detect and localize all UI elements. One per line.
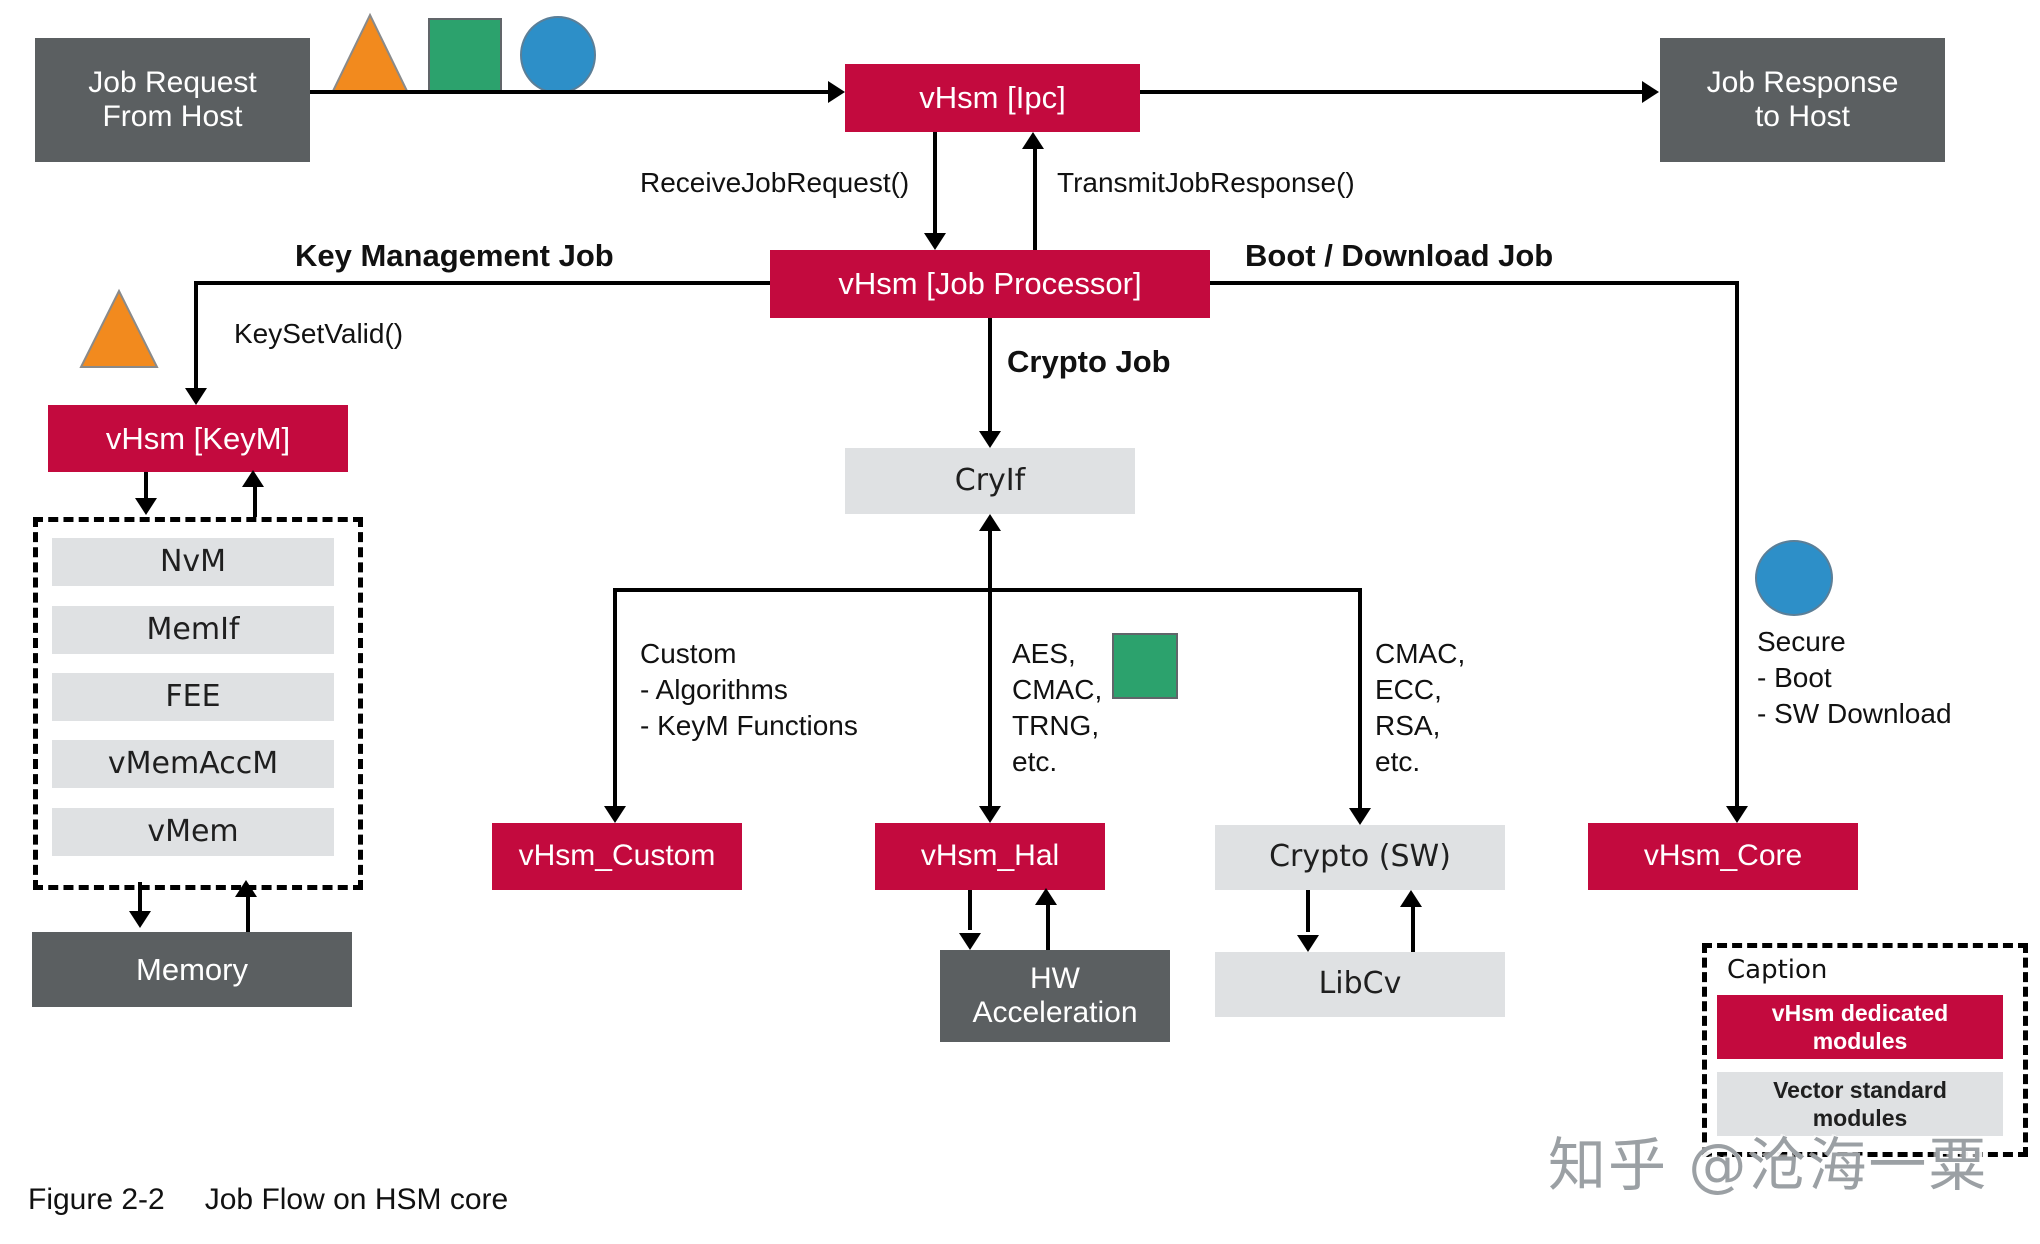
arrowhead	[924, 233, 946, 250]
custom-note: Custom - Algorithms - KeyM Functions	[640, 638, 858, 741]
key-job-triangle-icon	[78, 288, 160, 375]
figure-number: Figure 2-2	[28, 1183, 165, 1216]
vhsm-job-processor-box: vHsm [Job Processor]	[770, 250, 1210, 318]
connector-keym-down	[144, 472, 148, 502]
zhihu-watermark: 知乎 @沧海一粟	[1548, 1131, 1989, 1199]
connector-processor-to-ipc	[1033, 144, 1037, 250]
connector-to-custom	[613, 588, 617, 808]
vhsm-hal-box: vHsm_Hal	[875, 823, 1105, 890]
boot-download-job-label: Boot / Download Job	[1245, 238, 1554, 273]
connector-to-keym	[194, 281, 198, 393]
libcv-box: LibCv	[1215, 952, 1505, 1017]
arrowhead	[1642, 81, 1659, 103]
memory-box: Memory	[32, 932, 352, 1007]
legend-box	[1702, 943, 2028, 1157]
memory-stack-group	[33, 517, 363, 890]
connector-processor-to-cryif	[988, 318, 992, 434]
receive-job-request-label: ReceiveJobRequest()	[640, 167, 910, 198]
vmem-box: vMem	[52, 808, 334, 856]
key-management-job-label: Key Management Job	[295, 238, 614, 273]
vhsm-ipc-box: vHsm [Ipc]	[845, 64, 1140, 132]
crypto-job-label: Crypto Job	[1007, 344, 1171, 379]
vmemaccm-box: vMemAccM	[52, 740, 334, 788]
connector-stack-to-memory	[138, 882, 142, 914]
vhsm-keym-box: vHsm [KeyM]	[48, 405, 348, 472]
job-request-from-host-box: Job Request From Host	[35, 38, 310, 162]
arrowhead	[1400, 890, 1422, 907]
connector-hal-to-hw	[968, 890, 972, 930]
legend-vector-standard: Vector standard modules	[1717, 1072, 2003, 1136]
connector-cryif-branch	[988, 528, 992, 810]
arrowhead	[959, 933, 981, 950]
boot-job-circle-icon	[1755, 540, 1833, 616]
crypto-branch-line	[615, 588, 1362, 592]
arrowhead	[979, 431, 1001, 448]
hal-note: AES, CMAC, TRNG, etc.	[1012, 638, 1103, 777]
figure-title: Job Flow on HSM core	[204, 1183, 509, 1216]
figure-caption: Figure 2-2 Job Flow on HSM core	[28, 1183, 508, 1217]
arrowhead	[1022, 132, 1044, 149]
boot-branch-line	[1210, 281, 1739, 285]
legend-vhsm-dedicated: vHsm dedicated modules	[1717, 995, 2003, 1059]
crypto-sw-box: Crypto (SW)	[1215, 825, 1505, 890]
connector-memory-to-stack	[246, 894, 250, 932]
arrowhead	[185, 388, 207, 405]
job-type-square-icon	[428, 18, 502, 92]
key-set-valid-label: KeySetValid()	[234, 318, 404, 349]
job-type-circle-icon	[520, 16, 596, 94]
arrowhead	[1035, 888, 1057, 905]
connector-hw-to-hal	[1046, 902, 1050, 950]
vhsm-core-box: vHsm_Core	[1588, 823, 1858, 890]
nvm-box: NvM	[52, 538, 334, 586]
arrowhead	[828, 81, 845, 103]
arrowhead	[979, 514, 1001, 531]
arrowhead	[979, 806, 1001, 823]
arrowhead	[135, 498, 157, 515]
connector-to-core	[1735, 281, 1739, 808]
arrowhead	[1349, 808, 1371, 825]
caption-spacer	[165, 1183, 205, 1217]
arrowhead	[235, 880, 257, 897]
crypto-job-square-icon	[1112, 633, 1178, 699]
crypto-sw-note: CMAC, ECC, RSA, etc.	[1375, 638, 1466, 777]
connector-request-to-ipc	[310, 90, 828, 94]
arrowhead	[129, 911, 151, 928]
arrowhead	[242, 470, 264, 487]
memif-box: MemIf	[52, 606, 334, 654]
arrowhead	[1726, 806, 1748, 823]
arrowhead	[604, 806, 626, 823]
connector-key-management	[196, 281, 770, 285]
legend-title: Caption	[1727, 955, 1828, 985]
vhsm-custom-box: vHsm_Custom	[492, 823, 742, 890]
core-note: Secure - Boot - SW Download	[1757, 626, 1952, 729]
job-type-triangle-icon	[330, 12, 410, 99]
arrowhead	[1297, 935, 1319, 952]
connector-ipc-to-processor	[933, 132, 937, 238]
transmit-job-response-label: TransmitJobResponse()	[1057, 167, 1355, 198]
connector-libcv-to-cryptosw	[1411, 904, 1415, 952]
connector-ipc-to-response	[1140, 90, 1642, 94]
connector-cryptosw-to-libcv	[1306, 890, 1310, 932]
cryif-box: CryIf	[845, 448, 1135, 514]
connector-keym-up	[253, 484, 257, 517]
connector-to-crypto-sw	[1358, 588, 1362, 810]
hw-acceleration-box: HW Acceleration	[940, 950, 1170, 1042]
job-response-to-host-box: Job Response to Host	[1660, 38, 1945, 162]
fee-box: FEE	[52, 673, 334, 721]
